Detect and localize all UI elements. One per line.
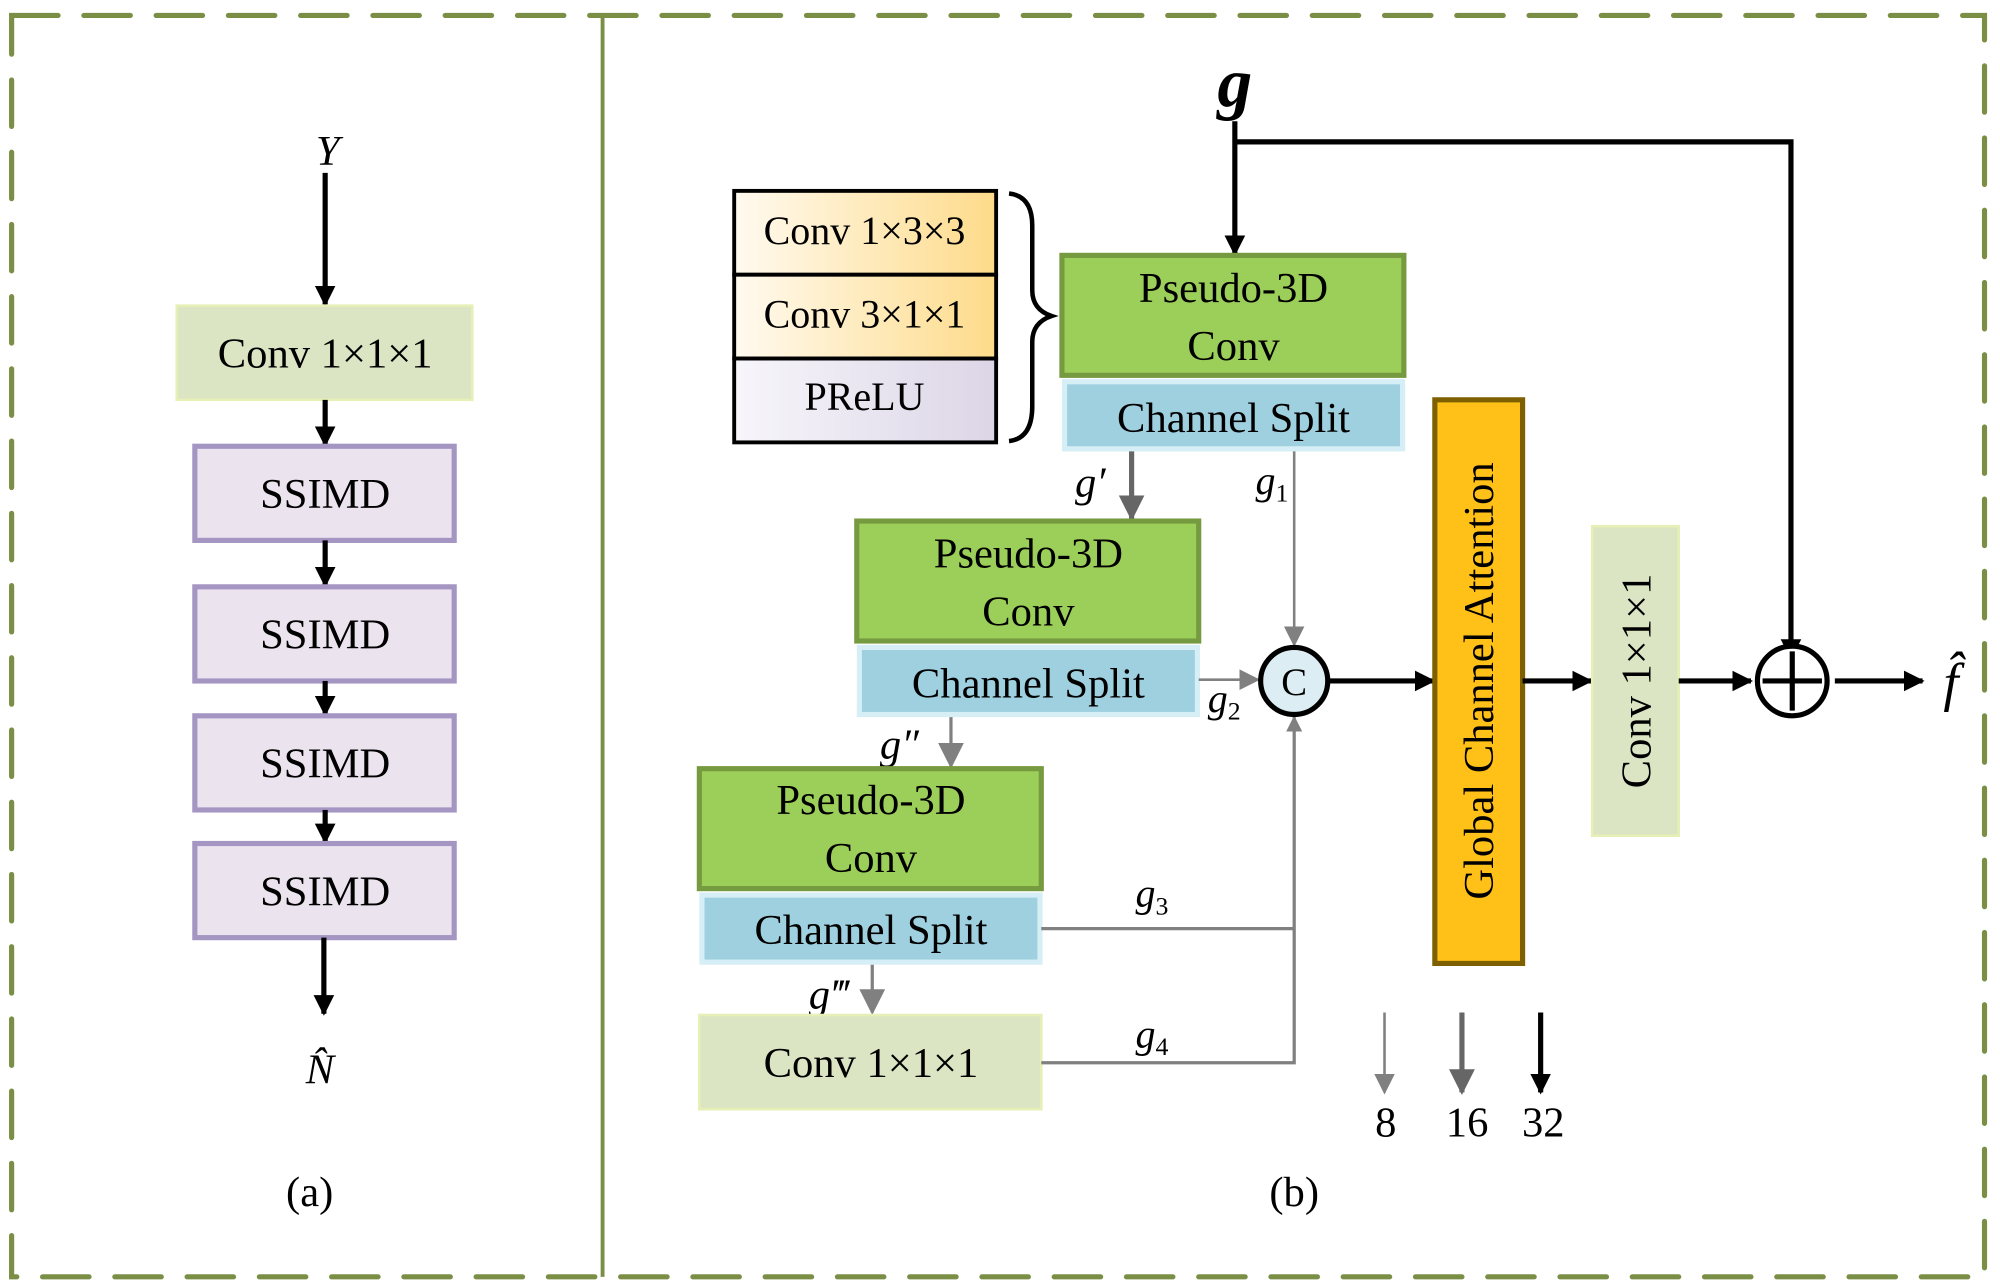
ssimd-label-1: SSIMD (260, 471, 390, 518)
p3d-title-1-line1: Pseudo-3D (1139, 265, 1328, 312)
ssimd-block-4 (192, 840, 457, 941)
p3d-conv-box-1 (1059, 252, 1407, 378)
chain-conv-1x1x1-box (698, 1013, 1043, 1111)
output-conv-1x1x1-box (1590, 524, 1680, 838)
p3d-block-1: Pseudo-3D Conv Channel Split (1059, 252, 1407, 452)
panel-b: g Conv 1×3×3 Conv 3×1×1 PReLU Pseudo-3D … (696, 45, 1967, 1216)
output-n-hat-label: N̂ (305, 1046, 337, 1093)
channel-split-label-2: Channel Split (912, 661, 1145, 708)
conv-1x1x1-box (175, 304, 474, 402)
legend-value-16: 16 (1446, 1099, 1489, 1146)
g-prime-label: g′ (1075, 460, 1106, 507)
input-g-label: g (1215, 45, 1252, 122)
channel-split-box-2 (856, 644, 1200, 718)
conv-3x1x1-label: Conv 3×1×1 (764, 292, 966, 337)
conv-1x3x3-box (732, 188, 999, 277)
g3-label: g3 (1135, 871, 1168, 921)
panel-a: Y Conv 1×1×1 SSIMD SSIMD SSIMD SSIMD N̂ … (175, 128, 474, 1216)
chain-conv-1x1x1-label: Conv 1×1×1 (764, 1040, 979, 1087)
legend-value-32: 32 (1522, 1099, 1565, 1146)
sum-node (1754, 643, 1830, 719)
p3d-title-3-line1: Pseudo-3D (776, 777, 965, 824)
ssimd-label-3: SSIMD (260, 741, 390, 788)
g2-label: g2 (1208, 676, 1241, 726)
g-double-prime-label: g″ (880, 721, 920, 768)
global-channel-attention-label: Global Channel Attention (1456, 462, 1503, 899)
conv-1x1x1-label: Conv 1×1×1 (218, 331, 433, 378)
channel-split-label-3: Channel Split (754, 907, 987, 954)
channel-split-box-1 (1061, 379, 1406, 452)
legend-value-8: 8 (1375, 1099, 1396, 1146)
conv-1x3x3-label: Conv 1×3×3 (764, 208, 966, 253)
p3d-conv-box-2 (854, 518, 1202, 644)
panel-b-caption: (b) (1269, 1169, 1319, 1216)
prelu-box (732, 356, 999, 445)
ssimd-label-2: SSIMD (260, 612, 390, 659)
concat-label: C (1281, 662, 1307, 704)
p3d-conv-box-3 (696, 766, 1044, 892)
channel-split-box-3 (699, 892, 1043, 965)
output-conv-1x1x1-label: Conv 1×1×1 (1613, 574, 1660, 789)
channel-split-label-1: Channel Split (1117, 395, 1350, 442)
input-y-label: Y (316, 128, 344, 175)
p3d-block-3: Pseudo-3D Conv Channel Split (696, 766, 1044, 965)
outer-dashed-frame (9, 12, 1988, 1280)
line-g4 (1041, 715, 1303, 1065)
p3d-title-3-line2: Conv (825, 835, 918, 882)
curly-brace (1008, 191, 1059, 444)
skip-connection-line (1234, 139, 1802, 660)
p3d-title-2-line2: Conv (982, 589, 1075, 636)
output-f-hat-label: f̂ (1943, 650, 1966, 712)
ssimd-label-4: SSIMD (260, 868, 390, 915)
panel-a-caption: (a) (286, 1169, 333, 1216)
g1-label: g1 (1255, 458, 1288, 508)
p3d-title-1-line2: Conv (1187, 323, 1280, 370)
p3d-block-2: Pseudo-3D Conv Channel Split (854, 518, 1202, 718)
p3d-composition-stack: Conv 1×3×3 Conv 3×1×1 PReLU (732, 188, 1059, 445)
g-triple-prime-label: g‴ (809, 972, 850, 1019)
conv-3x1x1-box (732, 272, 999, 361)
g4-label: g4 (1135, 1011, 1168, 1061)
prelu-label: PReLU (805, 374, 925, 419)
global-channel-attention-box (1432, 397, 1526, 967)
concat-node (1258, 644, 1331, 718)
p3d-title-2-line1: Pseudo-3D (934, 530, 1123, 577)
ssimd-block-2 (192, 584, 457, 684)
channel-width-legend: 8 16 32 (1374, 1012, 1565, 1146)
